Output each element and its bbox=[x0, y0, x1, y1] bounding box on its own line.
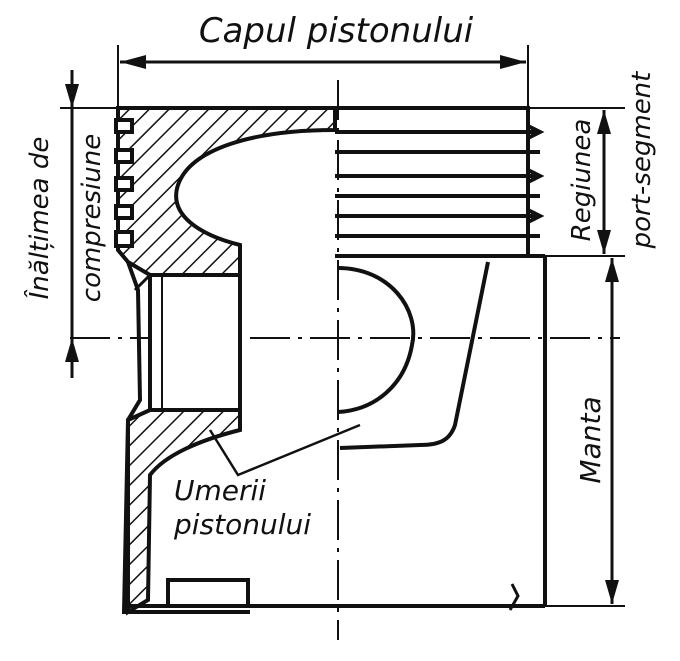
shoulders-label-1: Umerii bbox=[174, 474, 266, 507]
skirt-label: Manta bbox=[574, 396, 607, 483]
shoulders-leader bbox=[208, 423, 361, 477]
ring-region-label: Regiunea bbox=[567, 119, 597, 242]
ring-region-dimension bbox=[597, 110, 611, 254]
pin-boss bbox=[148, 273, 242, 412]
left-ring-grooves bbox=[114, 118, 134, 248]
compression-label-1: Înălțimea de bbox=[23, 137, 55, 300]
pin-boss-outline bbox=[337, 266, 416, 414]
lower-section-hatch bbox=[126, 408, 242, 616]
ring-region-label-2: port-segment bbox=[627, 71, 657, 250]
shoulders-label-2: pistonului bbox=[173, 508, 311, 541]
boss-rib bbox=[339, 261, 490, 450]
left-skirt-wall bbox=[121, 261, 250, 614]
head-section-hatch bbox=[116, 106, 337, 277]
right-ring-ends bbox=[527, 124, 545, 224]
head-label: Capul pistonului bbox=[199, 11, 474, 51]
right-ring-lines bbox=[335, 130, 540, 238]
compression-height-dimension bbox=[65, 70, 79, 378]
bottom-notch bbox=[166, 578, 250, 608]
head-dimension bbox=[117, 45, 529, 110]
compression-label-2: compresiune bbox=[77, 134, 107, 302]
skirt-dimension bbox=[605, 258, 619, 604]
